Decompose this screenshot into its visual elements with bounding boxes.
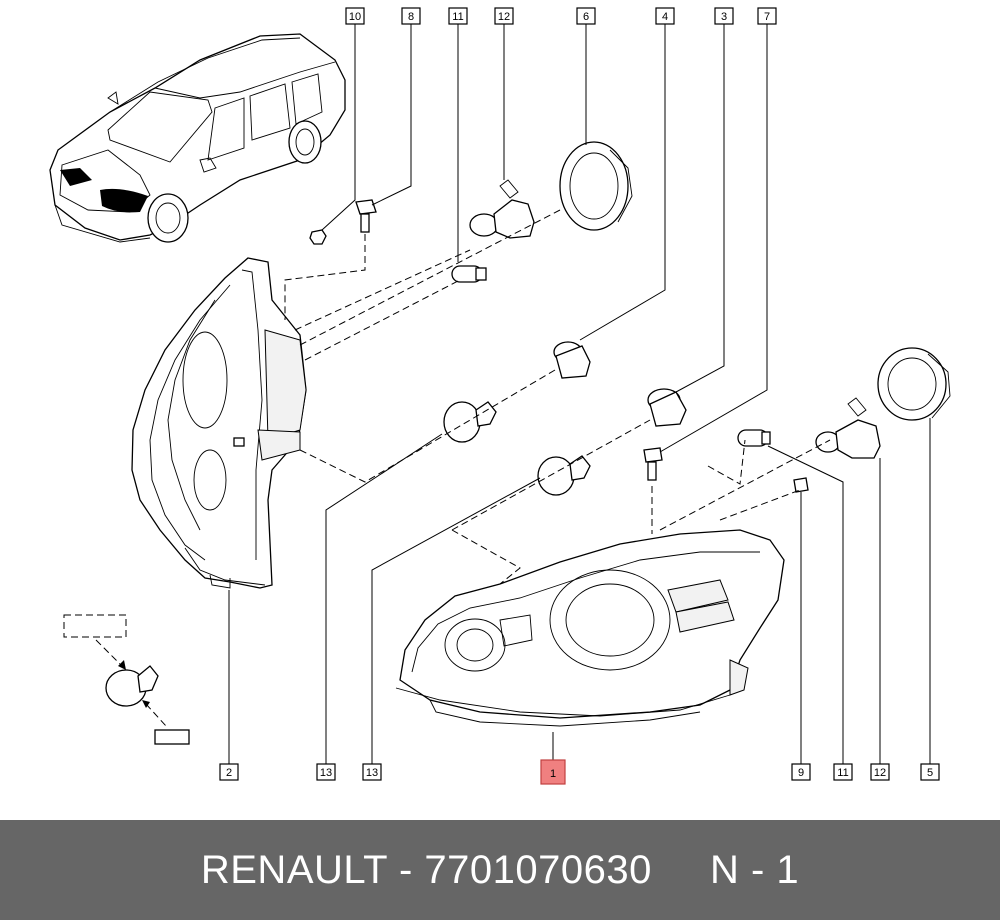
assembly-lines — [284, 209, 831, 585]
halogen-bulb-12-right — [815, 397, 881, 459]
svg-text:12: 12 — [874, 767, 886, 779]
dust-cap-part-6 — [559, 141, 633, 231]
svg-text:7: 7 — [764, 11, 770, 23]
small-bulb-11-top — [451, 265, 487, 283]
clip-part-9 — [793, 477, 809, 493]
svg-text:3: 3 — [721, 11, 727, 23]
callout-10: 10 — [345, 7, 365, 25]
bulb-socket-part-3 — [647, 388, 687, 427]
callout-5: 5 — [920, 763, 940, 781]
svg-text:9: 9 — [798, 767, 804, 779]
callout-12-bottom: 12 — [870, 763, 890, 781]
exploded-parts-diagram: 10 8 11 12 6 4 3 7 2 13 13 1 — [49, 7, 951, 785]
svg-text:11: 11 — [452, 11, 463, 23]
clip-part-10 — [309, 229, 327, 245]
svg-text:2: 2 — [226, 767, 232, 779]
svg-text:5: 5 — [927, 767, 933, 779]
callout-13-left: 13 — [316, 763, 336, 781]
callout-1-highlighted: 1 — [540, 759, 566, 785]
callout-3: 3 — [714, 7, 734, 25]
callout-12-top: 12 — [494, 7, 514, 25]
svg-text:13: 13 — [320, 767, 332, 779]
bulb-inset — [63, 614, 190, 745]
dust-cap-part-5 — [877, 347, 951, 421]
svg-text:8: 8 — [408, 11, 414, 23]
svg-text:1: 1 — [550, 768, 556, 780]
car-illustration — [49, 33, 346, 243]
svg-text:4: 4 — [662, 11, 668, 23]
leader-lines — [228, 24, 931, 764]
callout-2: 2 — [219, 763, 239, 781]
svg-text:6: 6 — [583, 11, 589, 23]
part-number-caption: RENAULT - 7701070630 N - 1 — [200, 847, 800, 892]
bolt-part-8 — [355, 199, 377, 233]
headlamp-side-view — [131, 257, 307, 589]
headlamp-main-part-1 — [395, 529, 785, 727]
callout-6: 6 — [576, 7, 596, 25]
callout-7: 7 — [757, 7, 777, 25]
svg-text:12: 12 — [498, 11, 510, 23]
svg-text:11: 11 — [837, 767, 848, 779]
caption-bar: RENAULT - 7701070630 N - 1 — [0, 820, 1000, 920]
callout-9: 9 — [791, 763, 811, 781]
svg-text:10: 10 — [349, 11, 361, 23]
callout-11-bottom: 11 — [833, 763, 853, 781]
bolt-part-7 — [643, 447, 663, 481]
turn-bulb-13-upper — [443, 401, 497, 443]
callout-11-top: 11 — [448, 7, 468, 25]
svg-text:13: 13 — [366, 767, 378, 779]
callout-13-right: 13 — [362, 763, 382, 781]
small-bulb-11-right — [737, 429, 771, 447]
callout-4: 4 — [655, 7, 675, 25]
halogen-bulb-12-top — [469, 179, 535, 239]
bulb-socket-part-4 — [553, 341, 591, 379]
turn-bulb-13-lower — [537, 455, 591, 496]
callout-8: 8 — [401, 7, 421, 25]
